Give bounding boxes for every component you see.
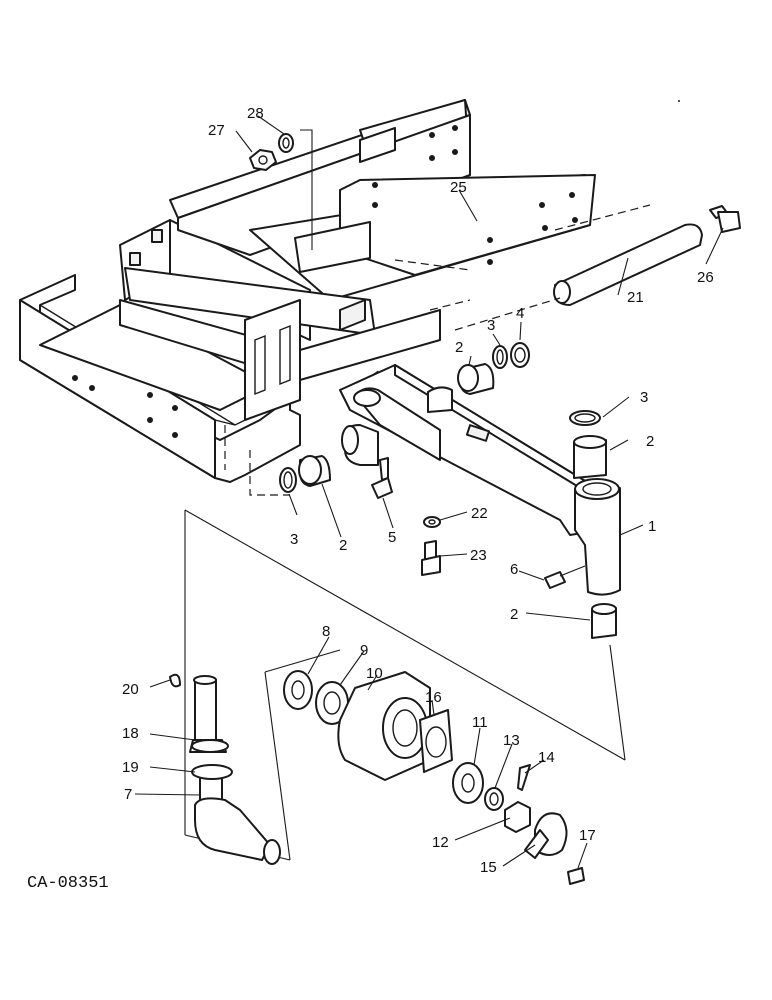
- rings-and-washers: [279, 342, 601, 528]
- callout-28: 28: [247, 105, 264, 122]
- callout-13: 13: [503, 732, 520, 749]
- bushings: [298, 363, 617, 639]
- callout-10: 10: [366, 665, 383, 682]
- callout-26: 26: [697, 269, 714, 286]
- callout-8: 8: [322, 623, 330, 640]
- callout-20: 20: [122, 681, 139, 698]
- callout-2: 2: [646, 433, 654, 450]
- spindle-assembly: [169, 509, 626, 865]
- callout-9: 9: [360, 642, 368, 659]
- callout-3: 3: [487, 317, 495, 334]
- callout-25: 25: [450, 179, 467, 196]
- callout-18: 18: [122, 725, 139, 742]
- callout-2: 2: [339, 537, 347, 554]
- frame-assembly: [19, 99, 596, 496]
- callout-15: 15: [480, 859, 497, 876]
- callout-2: 2: [455, 339, 463, 356]
- callout-6: 6: [510, 561, 518, 578]
- callout-7: 7: [124, 786, 132, 803]
- callout-14: 14: [538, 749, 555, 766]
- callout-22: 22: [471, 505, 488, 522]
- fittings: [371, 457, 586, 589]
- callout-11: 11: [472, 714, 488, 731]
- callout-21: 21: [627, 289, 644, 306]
- callout-1: 1: [648, 518, 656, 535]
- callout-19: 19: [122, 759, 139, 776]
- callout-4: 4: [516, 305, 524, 322]
- callout-17: 17: [579, 827, 596, 844]
- callout-12: 12: [432, 834, 449, 851]
- callout-27: 27: [208, 122, 225, 139]
- pivot-pin: [454, 204, 741, 331]
- callout-leaders: [134, 115, 724, 869]
- callout-3: 3: [640, 389, 648, 406]
- drawing-code: CA-08351: [27, 874, 109, 893]
- callout-3: 3: [290, 531, 298, 548]
- callout-5: 5: [388, 529, 396, 546]
- callout-23: 23: [470, 547, 487, 564]
- front-axle-beam: [339, 364, 621, 596]
- callout-2: 2: [510, 606, 518, 623]
- callout-16: 16: [425, 689, 442, 706]
- nut-and-washer: [249, 129, 313, 250]
- callout-labels: 28 27 25 26 21 4 3 2 3 2 1 22 3 2 5 6 23…: [122, 105, 714, 876]
